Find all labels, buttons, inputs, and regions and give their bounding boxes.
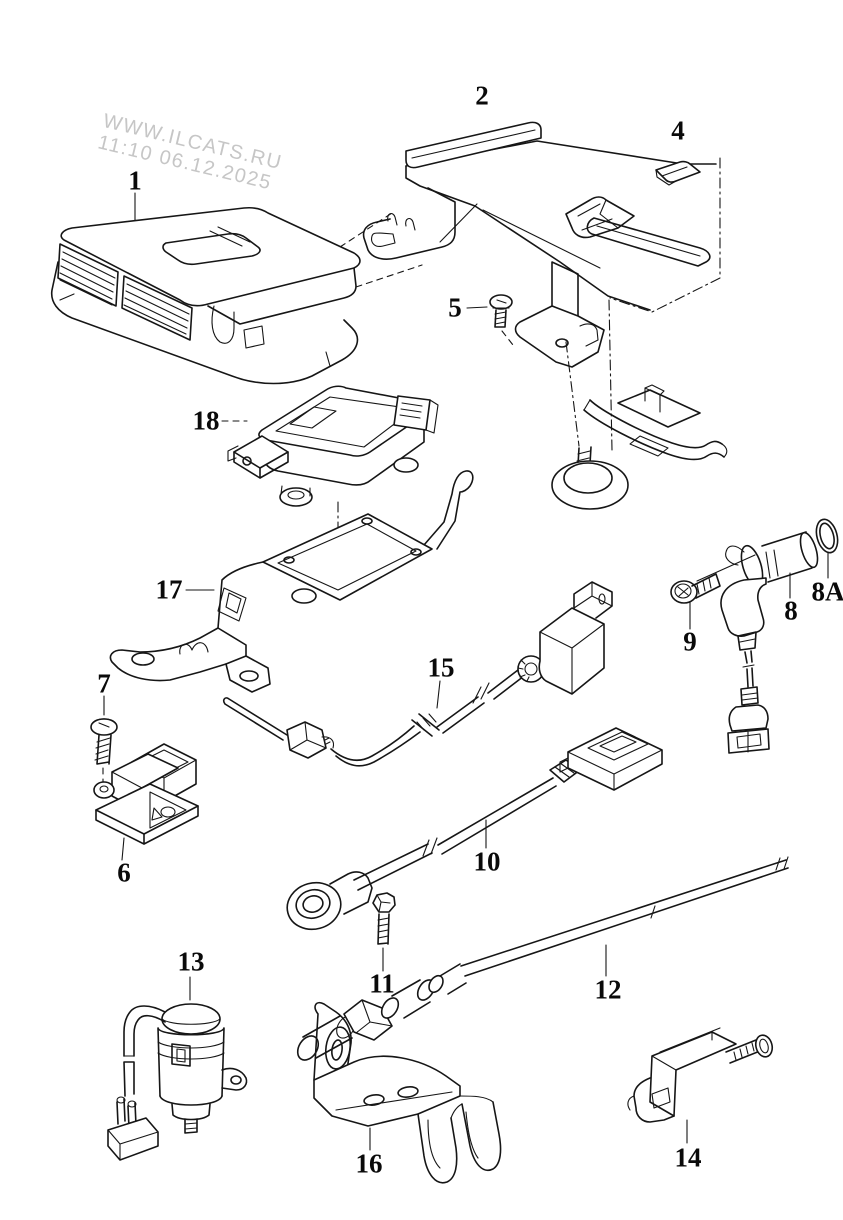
part-label-2[interactable]: 2 [475,80,489,111]
clip-4-art [655,160,701,186]
o-ring-8a-art [815,518,839,579]
ecu-1-art [50,192,361,385]
part-label-10[interactable]: 10 [473,846,501,877]
switch-14-art [627,1027,774,1144]
part-label-8a[interactable]: 8A [811,576,843,607]
screw-7-art [90,695,118,788]
bolt-9-art [670,554,756,630]
cable-guide-rail-art [583,384,728,461]
pressure-sensor-6-art [93,743,199,861]
part-label-9[interactable]: 9 [683,626,697,657]
part-label-17[interactable]: 17 [155,574,183,605]
part-label-13[interactable]: 13 [177,946,205,977]
part-label-11[interactable]: 11 [369,968,395,999]
part-label-12[interactable]: 12 [594,974,622,1005]
part-label-15[interactable]: 15 [427,652,455,683]
part-label-5[interactable]: 5 [448,292,462,323]
lambda-probe-12-art [296,856,789,1061]
bracket-16-art [313,1001,502,1184]
bracket-2-art [339,121,721,451]
part-label-7[interactable]: 7 [97,668,111,699]
bracket-17-art [109,470,474,693]
bolt-11-art [372,892,396,972]
grommet-5-art [466,294,629,510]
part-label-14[interactable]: 14 [674,1142,702,1173]
control-unit-18-art [221,385,439,567]
part-label-6[interactable]: 6 [117,857,131,888]
part-label-8[interactable]: 8 [784,595,798,626]
pulse-sensor-8-art [720,531,819,754]
part-label-16[interactable]: 16 [355,1148,383,1179]
part-label-4[interactable]: 4 [671,115,685,146]
temp-sensor-15-art [222,581,613,767]
valve-13-art [107,976,248,1161]
part-label-1[interactable]: 1 [128,165,142,196]
part-label-18[interactable]: 18 [192,405,220,436]
knock-sensor-10-art [286,727,663,931]
